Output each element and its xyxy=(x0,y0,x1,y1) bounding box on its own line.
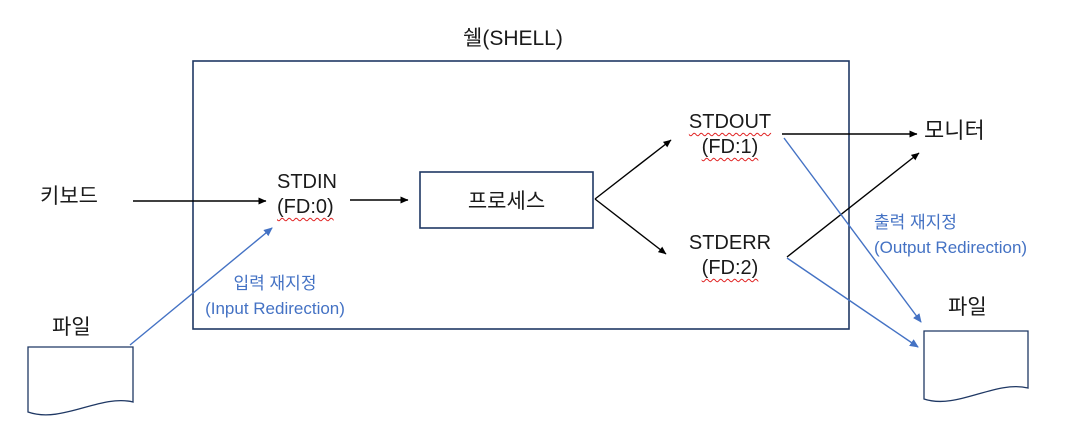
shell-title: 쉘(SHELL) xyxy=(463,27,563,50)
arrow-process-to-stdout xyxy=(594,139,672,200)
arrow-stderr-to-monitor xyxy=(786,152,920,258)
arrow-stderr-to-outputfile xyxy=(786,257,919,348)
output-file-document-icon xyxy=(923,330,1029,403)
output-file-label: 파일 xyxy=(948,296,987,319)
stderr-label: STDERR xyxy=(688,232,772,254)
input-file-label: 파일 xyxy=(52,316,91,339)
process-label: 프로세스 xyxy=(467,190,546,213)
stdin-label: STDIN xyxy=(277,171,337,193)
input-redirection-english: (Input Redirection) xyxy=(205,299,345,318)
stdout-node: STDOUT (FD:1) xyxy=(678,110,782,160)
arrow-process-to-stderr xyxy=(594,198,667,255)
arrow-stdout-to-outputfile xyxy=(783,137,922,323)
output-redirection-label: 출력 재지정 (Output Redirection) xyxy=(874,210,1027,260)
stderr-node: STDERR (FD:2) xyxy=(678,231,782,281)
input-redirection-label: 입력 재지정 (Input Redirection) xyxy=(194,271,356,321)
keyboard-label: 키보드 xyxy=(40,185,98,208)
output-redirection-korean: 출력 재지정 xyxy=(874,213,957,232)
stdout-fd-label: (FD:1) xyxy=(701,136,759,158)
monitor-label: 모니터 xyxy=(924,118,985,143)
input-file-document-icon xyxy=(27,346,134,416)
stdin-fd-label: (FD:0) xyxy=(277,196,334,218)
stdout-label: STDOUT xyxy=(688,111,772,133)
stdin-node: STDIN (FD:0) xyxy=(270,170,357,220)
shell-box xyxy=(192,60,850,330)
arrow-inputfile-to-stdin xyxy=(129,227,273,346)
input-redirection-korean: 입력 재지정 xyxy=(233,274,317,293)
output-redirection-english: (Output Redirection) xyxy=(874,238,1028,257)
process-box xyxy=(419,171,594,229)
stderr-fd-label: (FD:2) xyxy=(701,257,759,279)
